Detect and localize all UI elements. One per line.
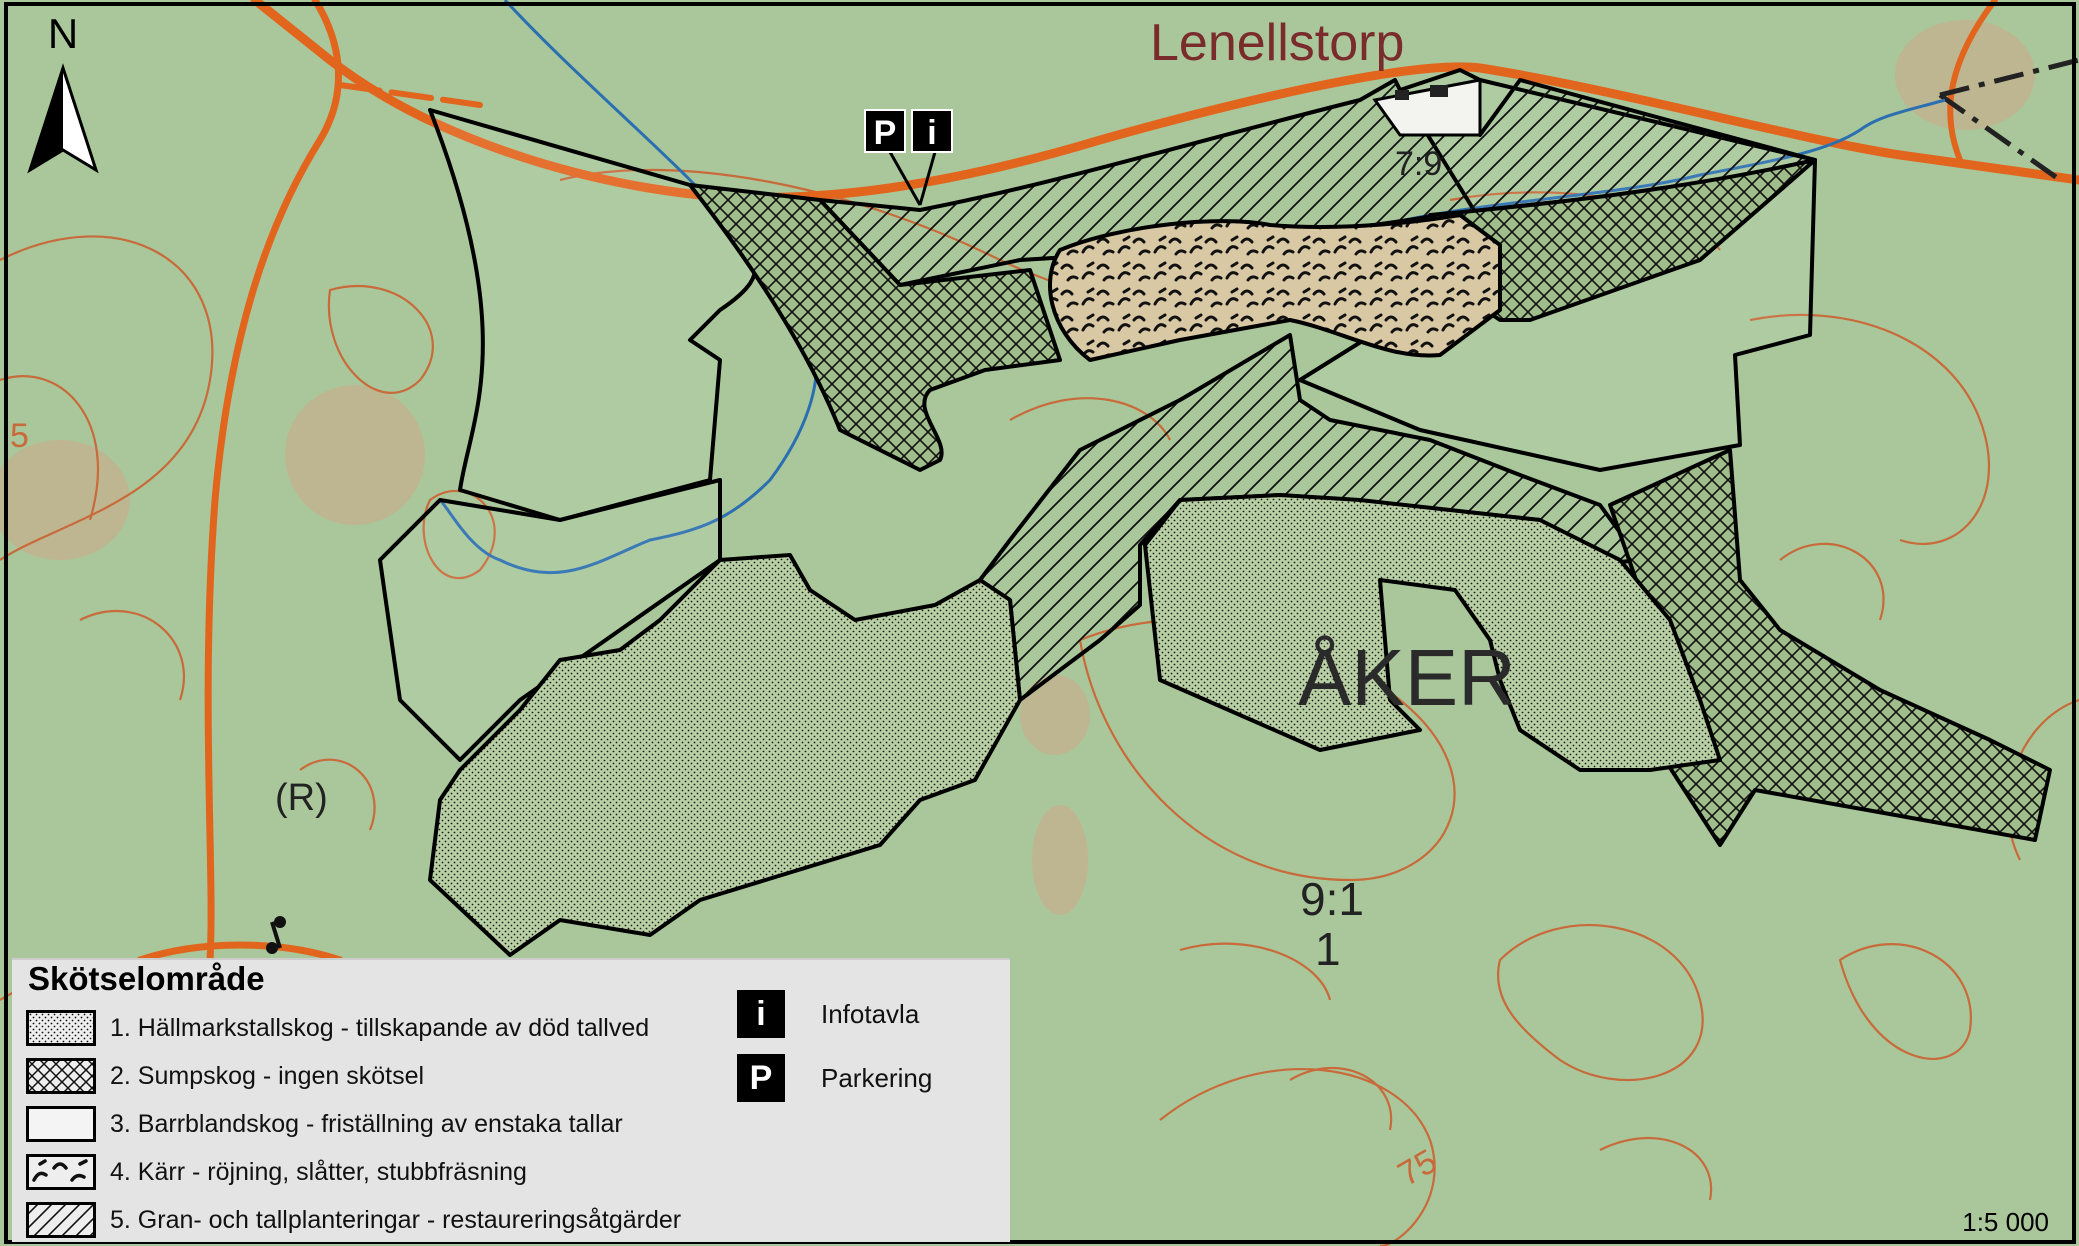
legend-label: 2. Sumpskog - ingen skötsel <box>110 1061 425 1090</box>
legend-item-planteringar: 5. Gran- och tallplanteringar - restaure… <box>26 1200 681 1240</box>
legend-panel: Skötselområde 1. Hällmarkstallskog - til… <box>12 958 1010 1242</box>
legend-symbol-parkering: P Parkering <box>737 1054 932 1102</box>
legend-swatch-marsh <box>26 1154 96 1190</box>
legend-swatch-hatch <box>26 1202 96 1238</box>
legend-item-sumpskog: 2. Sumpskog - ingen skötsel <box>26 1056 424 1096</box>
info-marker[interactable] <box>911 109 953 153</box>
buildings <box>1395 85 1448 100</box>
marker-label-r: (R) <box>275 777 328 819</box>
parking-icon: P <box>737 1054 785 1102</box>
legend-swatch-crosshatch <box>26 1058 96 1094</box>
place-label-aker: ÅKER <box>1298 633 1516 722</box>
parking-marker[interactable] <box>864 109 906 153</box>
map-scale: 1:5 000 <box>1962 1207 2049 1237</box>
roads <box>136 0 2079 964</box>
map-frame <box>4 2 2076 1244</box>
area-hallmarkstallskog[interactable] <box>428 493 1722 957</box>
road-pin <box>266 916 286 954</box>
legend-symbol-label: Infotavla <box>821 998 920 1029</box>
contour-label-5: 5 <box>10 417 29 455</box>
legend-label: 3. Barrblandskog - friställning av ensta… <box>110 1109 623 1138</box>
parcel-label-7-9: 7:9 <box>1395 145 1442 183</box>
legend-item-hallmarkstallskog: 1. Hällmarkstallskog - tillskapande av d… <box>26 1008 649 1048</box>
legend-label: 1. Hällmarkstallskog - tillskapande av d… <box>110 1013 650 1042</box>
place-label-lenellstorp: Lenellstorp <box>1150 14 1404 72</box>
legend-swatch-plain <box>26 1106 96 1142</box>
legend-swatch-dots <box>26 1010 96 1046</box>
parking-marker-label: P <box>874 114 897 152</box>
legend-label: 4. Kärr - röjning, slåtter, stubbfräsnin… <box>110 1157 527 1186</box>
legend-item-barrblandskog: 3. Barrblandskog - friställning av ensta… <box>26 1104 623 1144</box>
parcel-label-9-1: 9:1 <box>1300 873 1364 925</box>
legend-symbol-infotavla: i Infotavla <box>737 990 919 1038</box>
property-boundary <box>1938 57 2079 183</box>
legend-label: 5. Gran- och tallplanteringar - restaure… <box>110 1205 682 1234</box>
north-arrow: N <box>27 10 99 174</box>
legend-title: Skötselområde <box>28 960 265 997</box>
area-karr[interactable] <box>1048 213 1502 362</box>
legend-symbol-label: Parkering <box>821 1062 933 1093</box>
poi-markers[interactable]: P i <box>864 109 953 206</box>
parcel-label-1: 1 <box>1315 923 1341 975</box>
legend-item-karr: 4. Kärr - röjning, slåtter, stubbfräsnin… <box>26 1152 527 1192</box>
info-icon: i <box>737 990 785 1038</box>
info-marker-label: i <box>927 114 936 152</box>
north-label: N <box>48 10 78 57</box>
